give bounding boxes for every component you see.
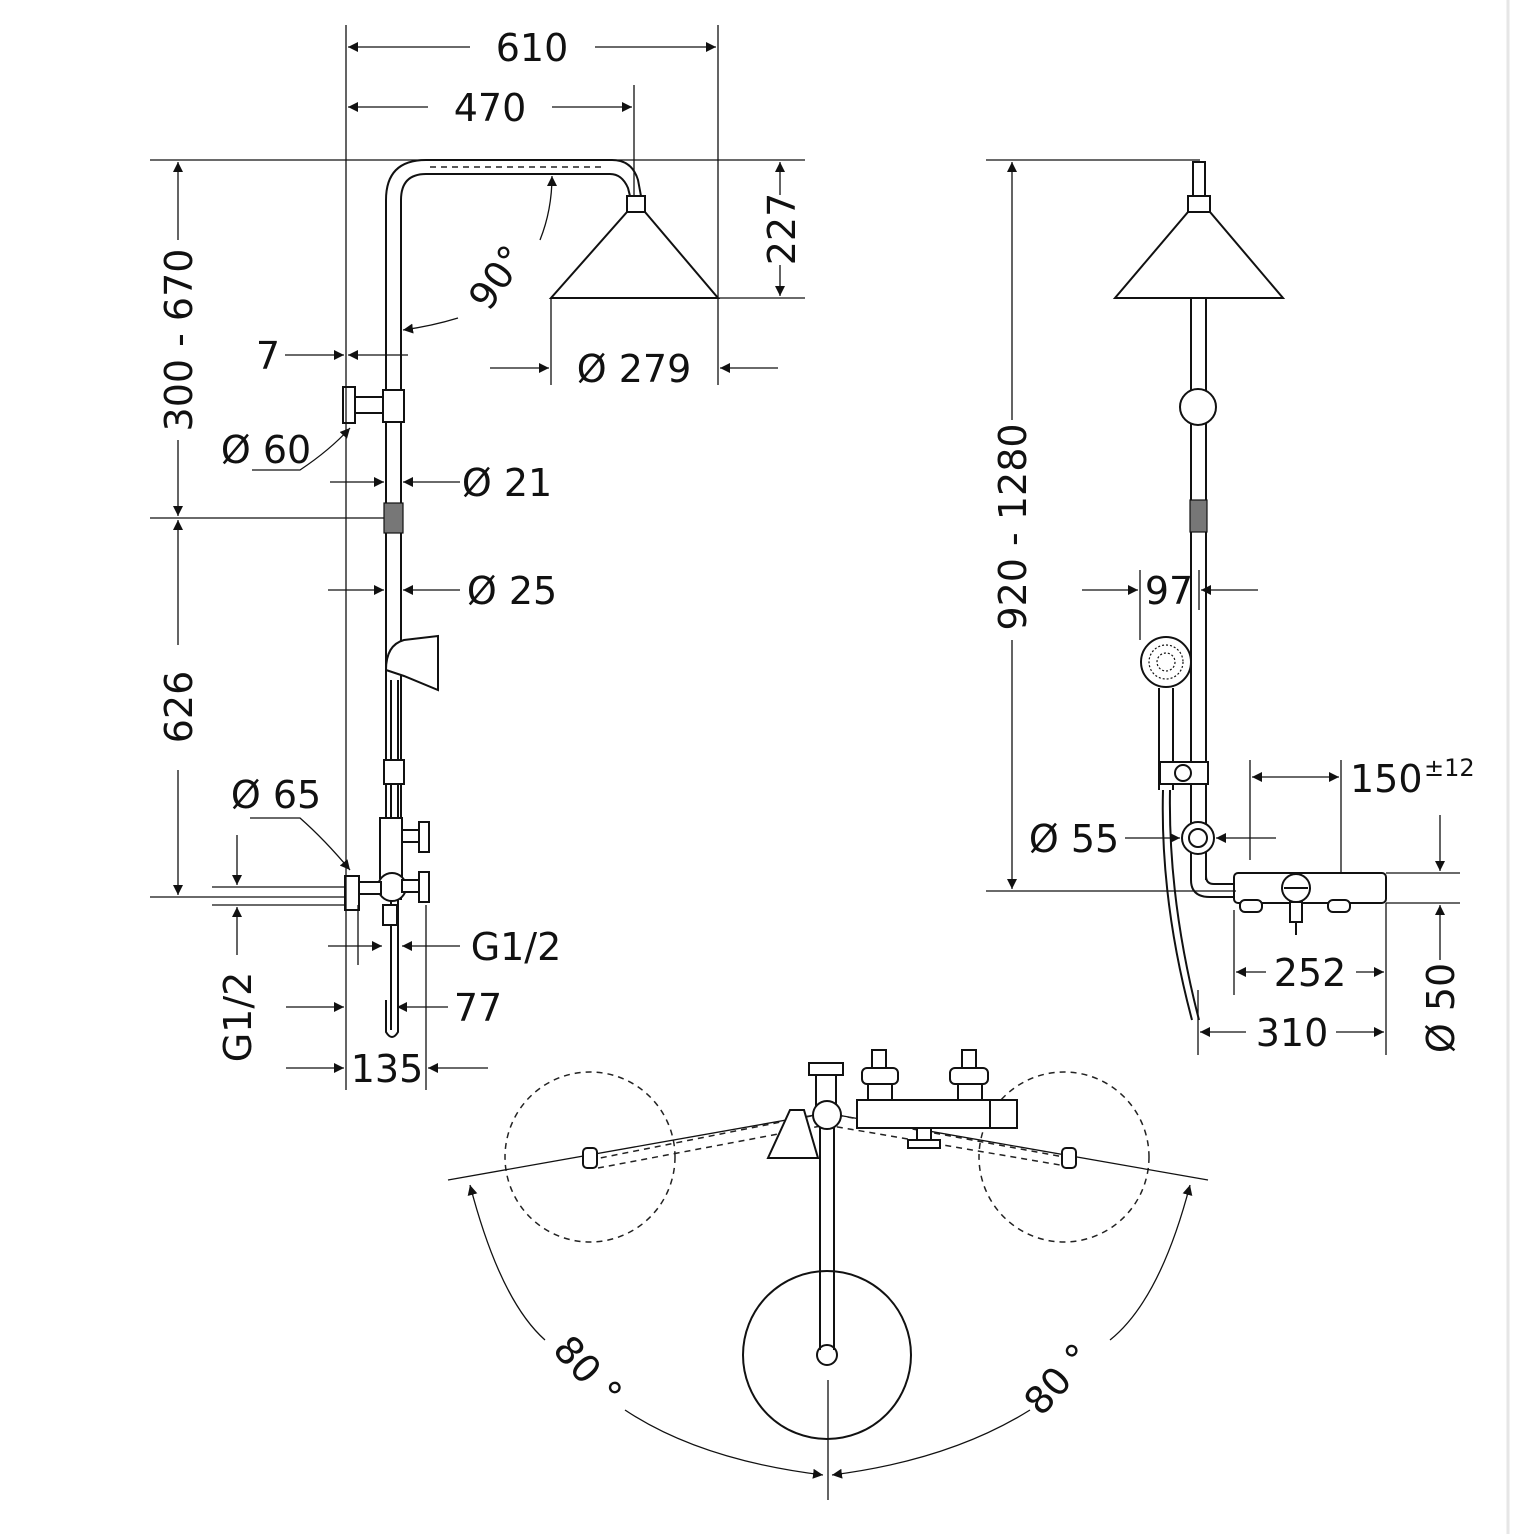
top-valve-right-ring [949, 1067, 989, 1085]
dim-310-mask [1246, 1010, 1336, 1050]
front-view: 610 470 227 300 - 670 626 90° Ø 279 7 Ø … [150, 25, 805, 1091]
dim-90-arrow-top [539, 175, 557, 241]
side-elbow-inner [1205, 854, 1236, 885]
side-spout [1289, 901, 1303, 923]
front-spout [382, 904, 398, 926]
dim-77: 77 [454, 986, 502, 1030]
top-knob-cap [808, 1062, 844, 1076]
dim-150-tolerance: ±12 [1424, 754, 1475, 782]
dim-65: Ø 65 [231, 773, 321, 817]
top-arm-end-right [1061, 1147, 1077, 1169]
dim-252-mask [1266, 950, 1356, 990]
dim-610: 610 [496, 26, 569, 70]
dim-90-arrow-left [402, 317, 459, 334]
dim-80-left-arc-top [467, 1184, 546, 1341]
side-view: 920 - 1280 97 150 ±12 Ø 55 Ø 50 252 310 [986, 159, 1475, 1055]
dim-150: 150 [1350, 757, 1423, 801]
front-valve-handle-top [418, 821, 430, 853]
front-head-nut [626, 195, 646, 213]
side-foot-right [1327, 899, 1351, 913]
dim-227: 227 [760, 193, 804, 266]
front-wall-pipe [358, 881, 382, 895]
front-head-shower [548, 211, 721, 299]
side-slider [1179, 388, 1217, 426]
top-thermostat-end [989, 1099, 1018, 1129]
dim-80-right: 80 ° [1015, 1335, 1101, 1423]
front-sleeve [383, 502, 404, 534]
dim-7: 7 [256, 334, 280, 378]
dim-80-left: 80 ° [545, 1327, 631, 1415]
side-head-shower [1112, 211, 1286, 299]
front-arm-inner [400, 173, 631, 900]
top-valve-left-ring [861, 1067, 899, 1085]
dim-920-1280: 920 - 1280 [991, 423, 1035, 630]
dim-21: Ø 21 [462, 461, 552, 505]
dim-300-670: 300 - 670 [157, 249, 201, 432]
dim-227-mask [765, 195, 795, 265]
dim-65-leader [250, 817, 351, 871]
dim-25: Ø 25 [467, 569, 557, 613]
dim-55: Ø 55 [1029, 817, 1119, 861]
dim-626: 626 [157, 671, 201, 744]
top-swivel-circle-left [504, 1071, 676, 1243]
side-head-stem [1192, 161, 1206, 197]
front-wall-flange [344, 875, 360, 911]
front-valve-upper [379, 817, 403, 879]
dim-50: Ø 50 [1419, 963, 1463, 1053]
side-handshower-nozzles-inner [1156, 652, 1176, 672]
top-swivel-circle-right [978, 1071, 1150, 1243]
dim-90-angle: 90° [460, 237, 535, 317]
dim-310: 310 [1256, 1011, 1329, 1055]
front-valve-handle-bottom [418, 871, 430, 903]
top-spout-end [907, 1139, 941, 1149]
dim-252: 252 [1274, 951, 1347, 995]
dim-g12-bottom: G1/2 [471, 925, 562, 969]
side-handshower-head [1140, 636, 1192, 688]
top-head-cone [766, 1109, 820, 1159]
side-holder-knob [1174, 764, 1192, 782]
top-arm-left-dashed-2 [597, 1124, 827, 1169]
dim-60: Ø 60 [221, 428, 311, 472]
top-arm-right-dashed [825, 1112, 1065, 1158]
front-slider-arm [352, 396, 384, 414]
top-valve-left-stem [867, 1083, 893, 1101]
side-head-nut [1187, 195, 1211, 213]
front-knob [342, 386, 356, 424]
side-sleeve [1189, 499, 1208, 533]
dim-80-right-arc-top [1109, 1184, 1193, 1341]
dim-80-right-arc-bottom [831, 1409, 1031, 1479]
front-valve-knob-bottom [401, 879, 421, 893]
dim-g12-side: G1/2 [216, 972, 260, 1063]
top-head-centre [816, 1344, 838, 1366]
dim-470: 470 [454, 86, 527, 130]
dim-60-leader [252, 427, 351, 471]
side-valve-inner [1188, 828, 1208, 848]
top-arm-end-left [582, 1147, 598, 1169]
side-hose-right [1168, 789, 1200, 1021]
dim-97: 97 [1145, 569, 1193, 613]
front-valve-knob-top [401, 829, 421, 843]
dim-279: Ø 279 [577, 347, 692, 391]
dim-80-left-arc-bottom [624, 1409, 824, 1479]
front-hose-end [385, 1000, 399, 1038]
dim-135: 135 [351, 1047, 424, 1091]
top-arm-right-dashed-2 [825, 1124, 1061, 1166]
front-slider [382, 389, 405, 423]
front-holder [384, 634, 439, 692]
side-hose-left [1161, 789, 1193, 1021]
top-spout [916, 1127, 932, 1141]
top-view: 80 ° 80 ° [447, 1049, 1209, 1500]
top-riser-base [812, 1100, 842, 1130]
side-elbow-outer [1190, 854, 1236, 898]
side-handshower-nozzles [1148, 644, 1184, 680]
top-swivel-limit-left [447, 1112, 827, 1181]
side-foot-left [1239, 899, 1263, 913]
front-hose-connector [383, 759, 405, 785]
top-valve-right-stem [957, 1083, 983, 1101]
